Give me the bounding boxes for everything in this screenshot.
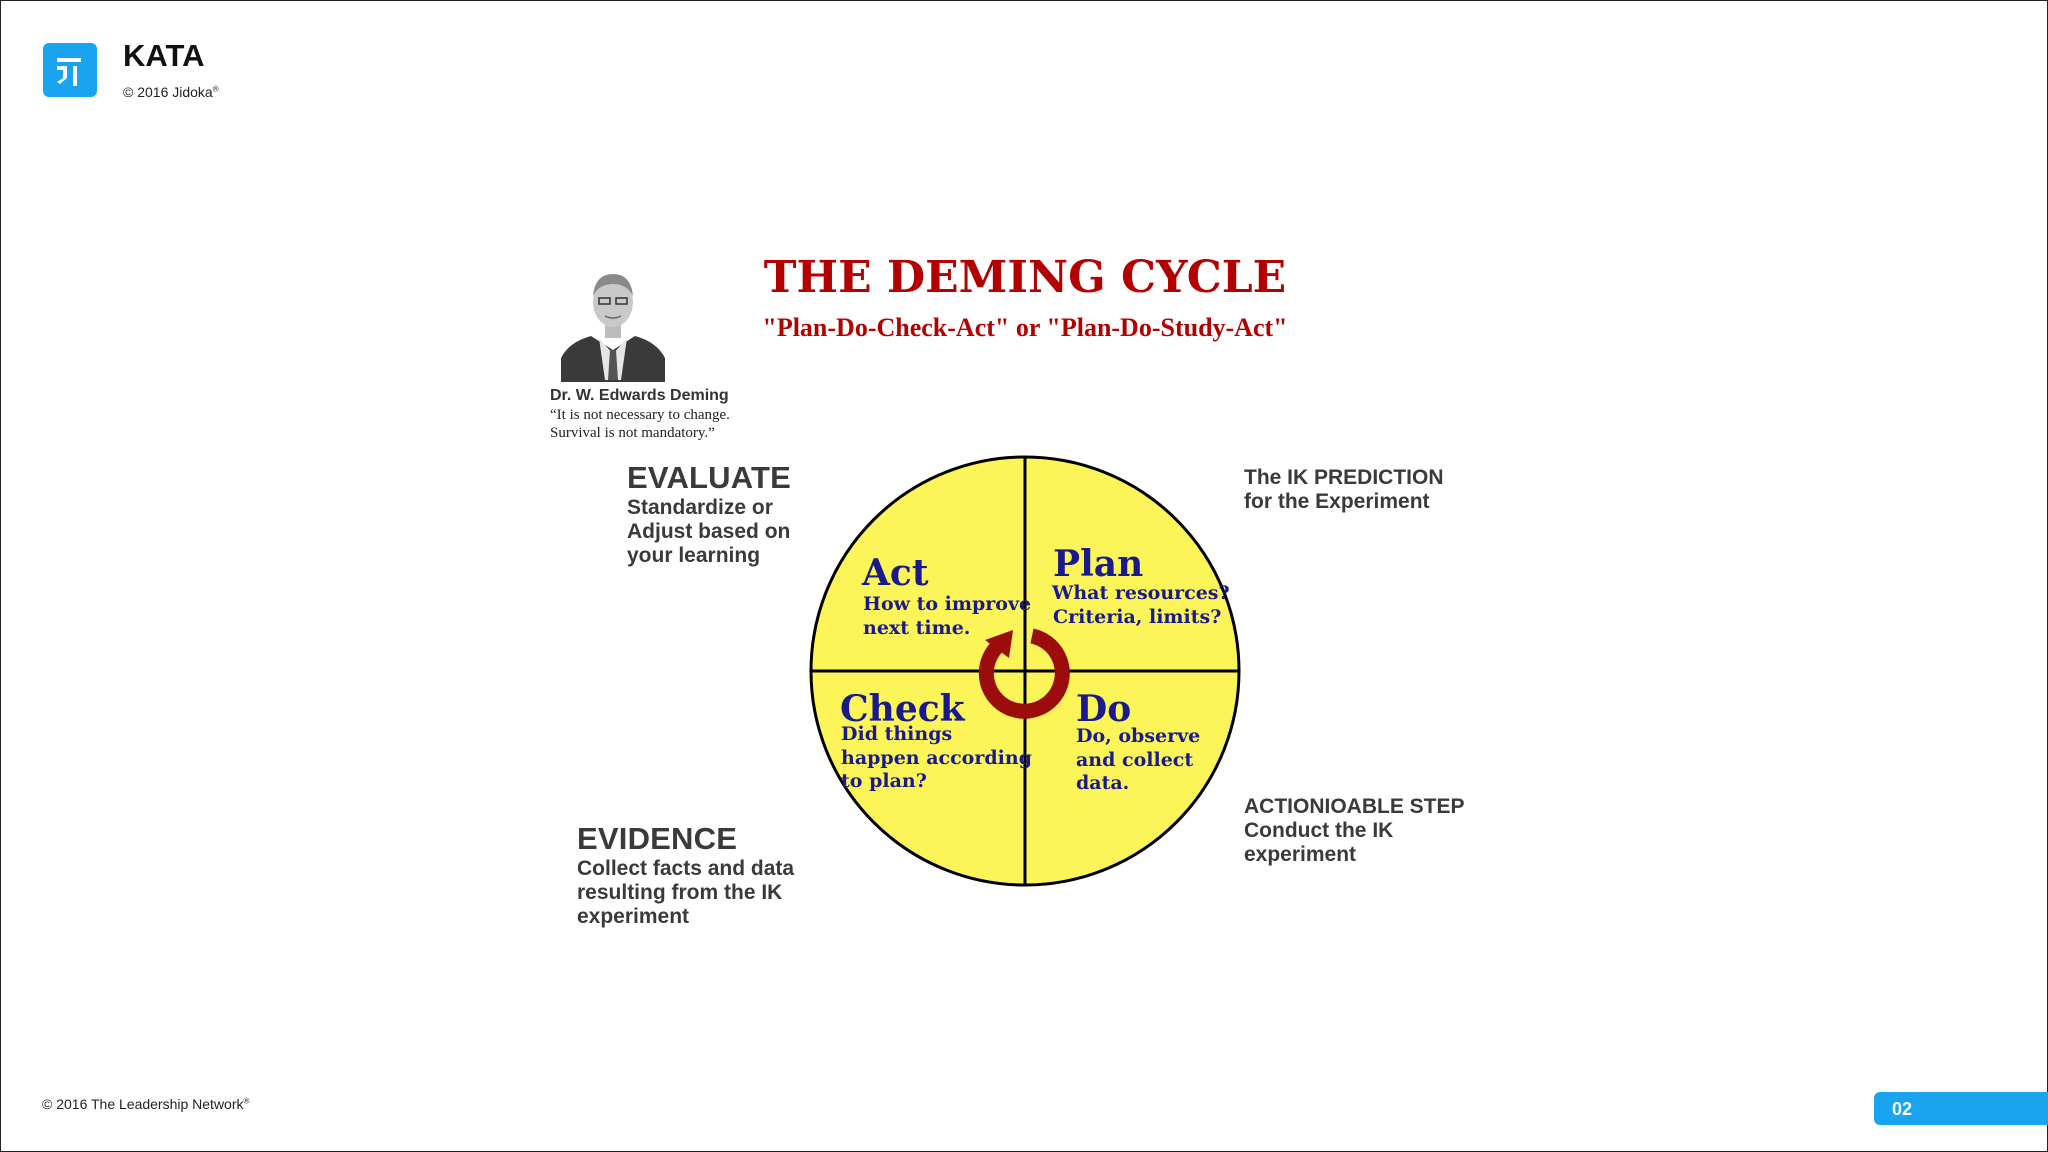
slide-subtitle: "Plan-Do-Check-Act" or "Plan-Do-Study-Ac… [762, 313, 1288, 342]
evidence-line: experiment [577, 905, 690, 928]
prediction-annotation: The IK PREDICTION for the Experiment [1244, 466, 1444, 514]
evidence-line: resulting from the IK [577, 881, 783, 904]
evidence-line: Collect facts and data [577, 857, 795, 880]
portrait-name: Dr. W. Edwards Deming [550, 387, 729, 404]
actionable-line: experiment [1244, 843, 1357, 866]
plan-heading: Plan [1053, 543, 1143, 585]
evaluate-line: your learning [627, 544, 761, 567]
check-heading: Check [840, 688, 966, 730]
evaluate-line: Standardize or [627, 496, 773, 519]
evidence-annotation: EVIDENCE Collect facts and data resultin… [577, 821, 794, 929]
do-line: and collect [1076, 749, 1193, 771]
quote-line: “It is not necessary to change. [550, 407, 730, 423]
actionable-annotation: ACTIONIOABLE STEP Conduct the IK experim… [1244, 795, 1465, 867]
evaluate-line: Adjust based on [627, 520, 791, 543]
app-title: KATA [123, 38, 205, 73]
evaluate-annotation: EVALUATE Standardize or Adjust based on … [627, 460, 791, 568]
check-line: happen according [841, 747, 1032, 769]
slide-title: THE DEMING CYCLE [763, 252, 1287, 303]
actionable-line: ACTIONIOABLE STEP [1244, 795, 1465, 818]
plan-line: Criteria, limits? [1053, 606, 1221, 628]
prediction-line: for the Experiment [1244, 490, 1430, 513]
evidence-heading: EVIDENCE [577, 821, 738, 856]
actionable-line: Conduct the IK [1244, 819, 1394, 842]
prediction-line: The IK PREDICTION [1244, 466, 1444, 489]
act-line: next time. [863, 617, 970, 639]
evaluate-heading: EVALUATE [627, 460, 792, 495]
plan-line: What resources? [1051, 582, 1230, 604]
act-heading: Act [861, 552, 929, 594]
page-number-tab: 02 [1874, 1092, 2048, 1125]
act-line: How to improve [863, 593, 1031, 615]
do-line: data. [1076, 772, 1129, 794]
deming-cycle-diagram: Act How to improve next time. Plan What … [809, 455, 1241, 887]
header-copyright: © 2016 Jidoka® [123, 84, 219, 100]
footer-copyright: © 2016 The Leadership Network® [42, 1096, 250, 1112]
do-line: Do, observe [1076, 725, 1200, 747]
cycle-arrow-icon [978, 628, 1070, 719]
jidoka-logo-icon [43, 43, 97, 97]
page-number: 02 [1892, 1099, 1913, 1119]
check-line: Did things [841, 723, 952, 745]
check-line: to plan? [841, 770, 927, 792]
deming-portrait [561, 262, 665, 382]
do-heading: Do [1076, 688, 1131, 730]
portrait-quote: “It is not necessary to change. Survival… [550, 406, 810, 442]
quote-line: Survival is not mandatory.” [550, 425, 715, 441]
